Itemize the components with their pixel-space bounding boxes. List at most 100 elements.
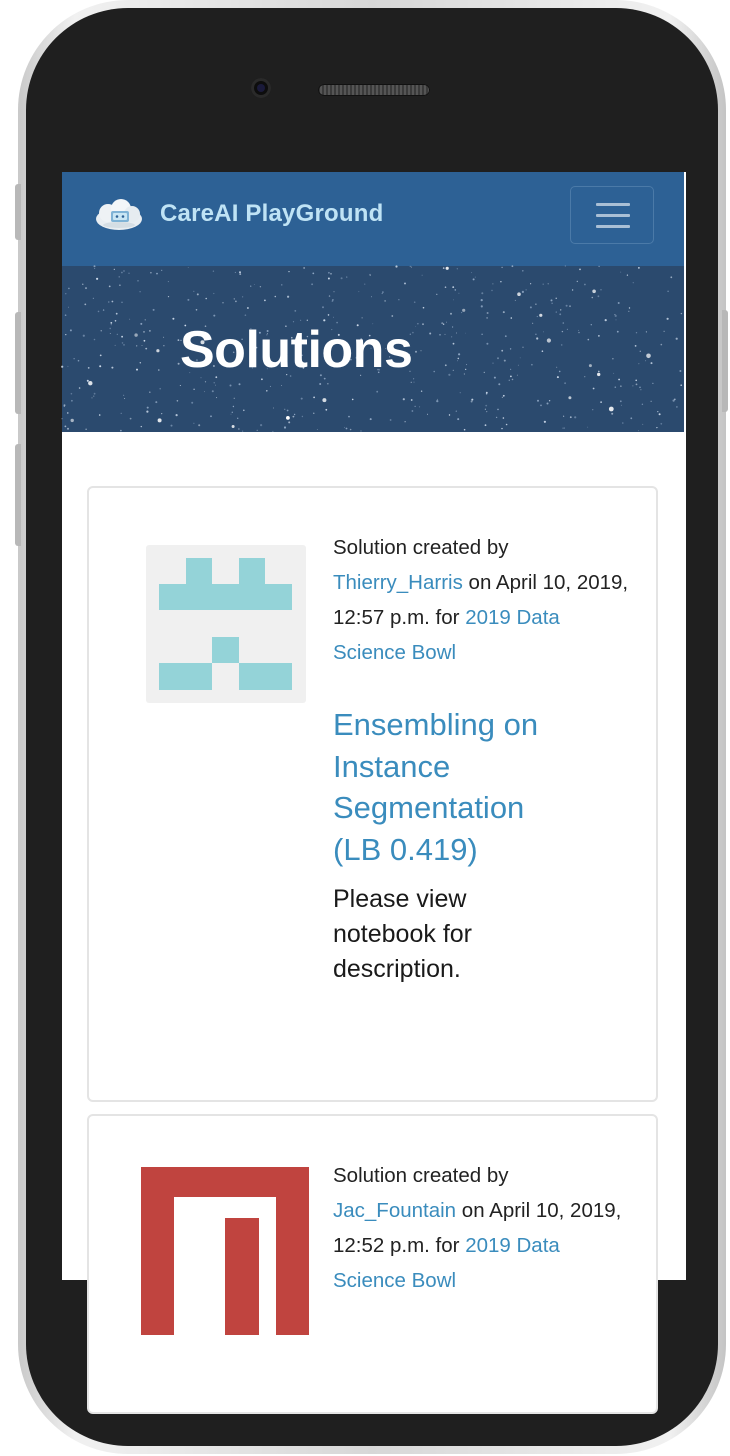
star (243, 409, 245, 412)
star (73, 358, 75, 360)
star (398, 299, 400, 301)
star (645, 360, 647, 362)
competition-link[interactable]: 2019 Data Science Bowl (333, 606, 560, 664)
star (123, 344, 125, 346)
star (233, 298, 235, 300)
star (604, 319, 607, 322)
star (231, 411, 233, 413)
star (98, 414, 101, 416)
star (136, 345, 138, 347)
star (246, 307, 249, 309)
star (628, 310, 630, 312)
identicon-avatar[interactable] (141, 1167, 309, 1335)
star (216, 397, 218, 399)
star (532, 322, 534, 324)
star (149, 330, 151, 332)
star (541, 350, 544, 352)
star (536, 315, 538, 318)
brand-name[interactable]: CareAI PlayGround (160, 200, 384, 227)
star (351, 398, 354, 401)
star (193, 290, 195, 292)
star (300, 397, 303, 400)
star (102, 309, 105, 311)
meta-intro: Solution created by (333, 536, 509, 559)
star (381, 292, 383, 295)
star (658, 413, 661, 416)
competition-link[interactable]: 2019 Data Science Bowl (333, 1234, 560, 1292)
hamburger-menu-button[interactable] (570, 186, 654, 244)
star (120, 429, 122, 432)
star (452, 342, 455, 345)
star (244, 314, 247, 316)
star (404, 421, 406, 423)
star (239, 271, 241, 274)
star (598, 335, 600, 337)
star (292, 321, 295, 323)
star (372, 323, 374, 325)
star (313, 412, 315, 414)
star (85, 428, 87, 430)
star (237, 417, 239, 419)
star (330, 272, 332, 275)
star (121, 335, 123, 338)
star (646, 353, 651, 359)
star (385, 348, 387, 350)
star (480, 305, 483, 308)
star (543, 420, 546, 423)
star (239, 273, 242, 275)
star (215, 384, 216, 386)
star (143, 339, 146, 342)
star (238, 383, 241, 386)
identicon-avatar[interactable] (146, 545, 306, 703)
author-link[interactable]: Jac_Fountain (333, 1199, 457, 1222)
star (189, 359, 192, 362)
star (442, 323, 445, 325)
star (569, 416, 572, 419)
star (410, 266, 412, 268)
power-button (722, 310, 728, 412)
star (591, 296, 594, 299)
star (311, 283, 313, 286)
star (474, 276, 476, 278)
star (645, 331, 648, 333)
star (502, 394, 505, 397)
star (269, 385, 271, 387)
star (108, 285, 111, 288)
star (68, 287, 70, 290)
star (584, 376, 586, 378)
star (563, 427, 565, 429)
star (470, 400, 473, 403)
star (679, 370, 682, 372)
star (600, 289, 602, 291)
star (486, 312, 489, 314)
cloud-robot-logo[interactable] (94, 198, 144, 232)
star (368, 334, 371, 337)
star (167, 281, 169, 283)
star (345, 427, 348, 430)
star (660, 422, 663, 425)
star (618, 378, 620, 381)
star (480, 299, 483, 302)
star (94, 268, 96, 269)
star (128, 272, 130, 274)
star (196, 293, 199, 296)
star (429, 332, 432, 335)
star (85, 287, 87, 290)
meta-date: on April 10, 2019, 12:52 p.m. for (333, 1199, 622, 1257)
star (560, 309, 562, 311)
front-camera-icon (251, 78, 271, 98)
star (93, 265, 96, 268)
star (163, 345, 165, 347)
author-link[interactable]: Thierry_Harris (333, 571, 463, 594)
star (444, 286, 447, 288)
star (656, 427, 658, 429)
star (576, 280, 578, 283)
star (327, 383, 329, 385)
star (410, 381, 412, 383)
meta-date: on April 10, 2019, 12:57 p.m. for (333, 571, 629, 629)
star (204, 391, 205, 393)
star (121, 342, 124, 344)
star (642, 423, 644, 425)
solution-title-link[interactable]: Ensembling on Instance Segmentation (LB … (333, 707, 539, 867)
star (67, 412, 69, 414)
